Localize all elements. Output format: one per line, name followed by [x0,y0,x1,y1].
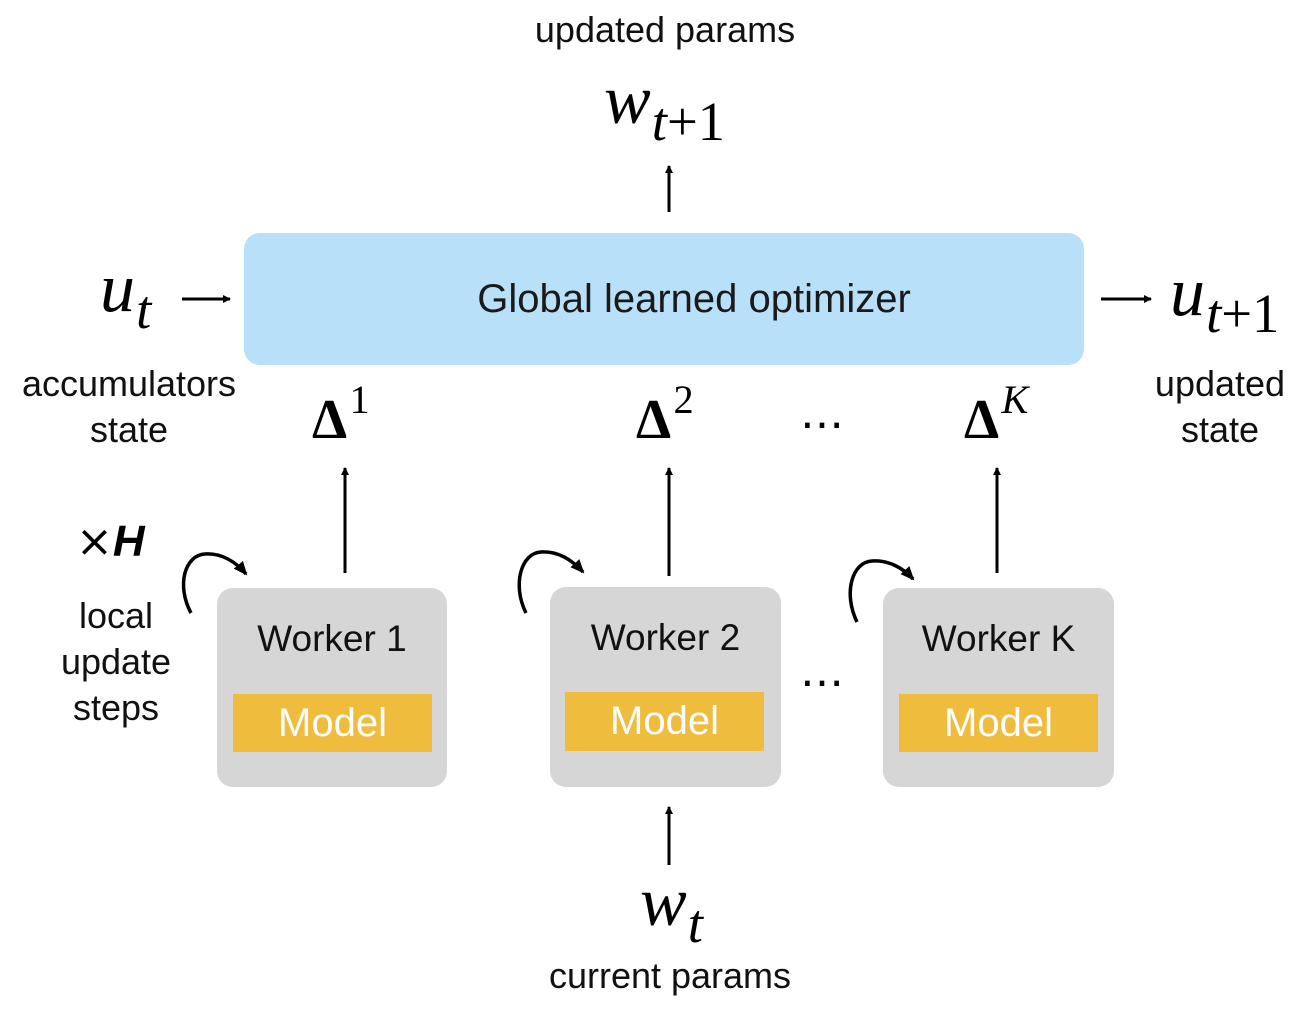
h-symbol: H [112,517,145,566]
delta-superscript: 2 [673,377,694,423]
worker-title: Worker K [921,618,1076,659]
delta-symbol: Δ [312,389,348,451]
model-block: Model [565,692,764,751]
delta-superscript: K [1001,377,1029,423]
steps-label: steps [72,687,160,728]
worker-1: Worker 1 Model [217,588,447,787]
current-params-label: current params [548,955,792,996]
times-h: ×H [76,516,145,567]
u-var: u [1170,254,1205,331]
global-learned-optimizer: Global learned optimizer [244,233,1084,365]
state-label: state [89,409,169,450]
model-block: Model [233,694,432,752]
delta-symbol: Δ [964,389,1000,451]
accumulators-label: accumulators [21,363,237,404]
worker-title: Worker 1 [257,618,407,659]
times-symbol: × [76,516,113,567]
local-label: local [78,595,154,636]
delta-k: ΔK [964,379,1028,451]
updated-state-symbol: ut+1 [1170,258,1279,342]
state-label: state [1180,409,1260,450]
w-var: w [640,864,687,941]
worker-title: Worker 2 [590,617,741,658]
current-params-symbol: wt [640,868,703,952]
accumulator-state-symbol: ut [100,254,151,338]
optimizer-label: Global learned optimizer [477,276,911,321]
update-label: update [60,641,172,682]
worker-2: Worker 2 Model [550,587,781,787]
u-subscript: t [136,279,152,341]
delta-2: Δ2 [636,379,694,451]
updated-params-symbol: wt+1 [604,66,725,150]
ellipsis-workers: … [800,646,848,697]
w-subscript: t [687,893,703,955]
worker-k: Worker K Model [883,588,1114,787]
delta-symbol: Δ [636,389,672,451]
u-subscript: t+1 [1206,283,1280,345]
delta-1: Δ1 [312,379,370,451]
w-subscript: t+1 [651,91,726,153]
updated-params-label: updated params [534,9,796,50]
ellipsis-deltas: … [800,388,848,439]
model-block: Model [899,694,1098,752]
w-var: w [604,62,651,139]
updated-label: updated [1154,363,1286,404]
delta-superscript: 1 [349,377,370,423]
u-var: u [100,250,135,327]
